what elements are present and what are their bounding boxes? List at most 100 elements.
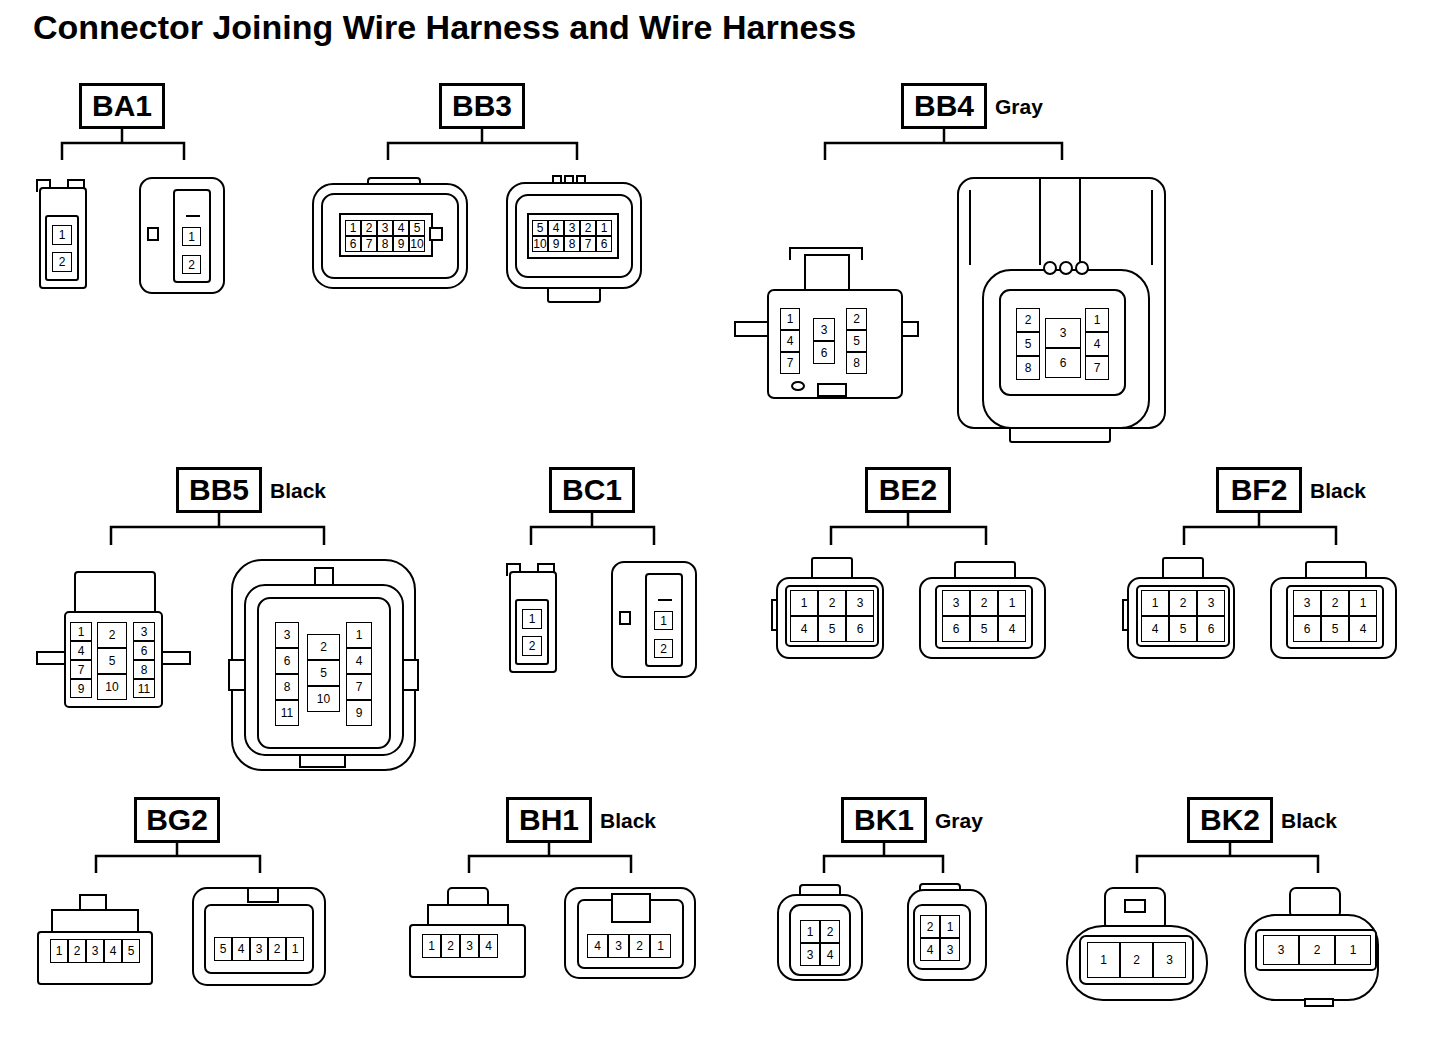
pin-number: 2 [629, 934, 650, 958]
pin-number: 1 [50, 939, 68, 963]
pin-number: 1 [1349, 590, 1377, 616]
connector-body [65, 612, 162, 707]
pin-number: 3 [800, 943, 820, 966]
pin-number: 5 [1169, 616, 1197, 642]
pin-number: 1 [780, 308, 800, 330]
pin-number: 2 [361, 220, 377, 236]
pin-number: 5 [1016, 332, 1040, 356]
pin-number: 2 [52, 252, 72, 272]
pin-number: 9 [548, 236, 564, 252]
pin-number: 6 [133, 641, 155, 660]
pin-number: 5 [122, 939, 140, 963]
bracket [824, 843, 943, 873]
cavity-frame [1256, 930, 1376, 970]
pin-number: 1 [1085, 308, 1109, 332]
rib [1076, 262, 1088, 274]
connector-top [52, 910, 138, 932]
pin-number: 1 [1335, 935, 1371, 965]
lock [300, 755, 345, 767]
pin-number: 4 [70, 641, 92, 660]
pin-number: 3 [377, 220, 393, 236]
cavity-frame [46, 216, 78, 280]
pin-number: 9 [346, 700, 372, 726]
pin-number: 2 [970, 590, 998, 616]
latch [186, 215, 200, 217]
pin-number: 8 [1016, 356, 1040, 380]
connector-code-box: BB5Black [176, 467, 262, 513]
connector-drawing [507, 564, 556, 672]
pin-number: 8 [377, 236, 393, 252]
latch [75, 572, 155, 614]
pin-number: 6 [1197, 616, 1225, 642]
pin-number: 10 [409, 236, 425, 252]
connector-body [410, 925, 525, 977]
pin-number: 6 [275, 648, 299, 674]
connector-body [768, 290, 902, 398]
connector-body [140, 178, 224, 293]
pin-number: 5 [970, 616, 998, 642]
pin-number: 3 [86, 939, 104, 963]
pin-number: 10 [97, 674, 127, 700]
pin-number: 3 [1263, 935, 1299, 965]
connector-body [1067, 926, 1207, 1000]
tab [901, 322, 918, 336]
connector-code: BB5 [189, 475, 249, 505]
pin-number: 2 [846, 308, 867, 330]
bracket [1137, 843, 1318, 873]
connector-body [777, 578, 883, 658]
bracket [1184, 513, 1336, 545]
connector-drawing [140, 178, 224, 293]
connector-body [38, 932, 152, 984]
connector-code: BH1 [519, 805, 579, 835]
cavity-frame [786, 586, 878, 646]
pin-number: 1 [1141, 590, 1169, 616]
pin-number: 1 [52, 225, 72, 245]
pin-number: 1 [940, 915, 960, 938]
pin-number: 3 [1197, 590, 1225, 616]
pin-number: 1 [345, 220, 361, 236]
connector-drawing [735, 248, 918, 398]
connector-code-box: BH1Black [506, 797, 592, 843]
pin-number: 1 [182, 227, 201, 246]
pin-number: 4 [780, 330, 800, 352]
pin-number: 1 [596, 220, 612, 236]
pin-number: 4 [232, 937, 250, 961]
rib [970, 178, 1152, 265]
pin-number: 7 [580, 236, 596, 252]
bracket [825, 129, 1062, 160]
connector-drawing [38, 895, 152, 984]
cavity-frame [258, 598, 390, 748]
lock [818, 384, 846, 396]
pin-number: 1 [654, 611, 673, 630]
connector-body [908, 890, 986, 980]
pin-number: 4 [1141, 616, 1169, 642]
pin-number: 4 [346, 648, 372, 674]
pin-number: 2 [97, 622, 127, 648]
connector-code: BE2 [879, 475, 937, 505]
connector-body [232, 560, 415, 770]
connector-color: Black [600, 810, 656, 831]
connector-inner [205, 905, 313, 973]
pin-number: 7 [346, 674, 372, 700]
tab [430, 228, 442, 240]
pin-number: 4 [920, 938, 940, 961]
latch [1290, 888, 1340, 918]
pin-number: 1 [422, 934, 441, 958]
connector-drawing [1067, 888, 1207, 1000]
connector-inner [790, 905, 850, 975]
pin-number: 2 [1120, 942, 1153, 978]
pin-number: 3 [846, 590, 874, 616]
page-title: Connector Joining Wire Harness and Wire … [33, 8, 856, 47]
tab [229, 660, 245, 690]
connector-drawing [565, 888, 695, 978]
connector-code-box: BE2 [865, 467, 951, 513]
connector-body [1245, 915, 1378, 1000]
bracket [469, 843, 631, 873]
connector-code: BB4 [914, 91, 974, 121]
connector-inner [983, 270, 1149, 428]
connector-drawing [778, 885, 862, 980]
connector-code: BF2 [1231, 475, 1288, 505]
pin-number: 5 [409, 220, 425, 236]
pin-number: 9 [393, 236, 409, 252]
pin-number: 1 [790, 590, 818, 616]
